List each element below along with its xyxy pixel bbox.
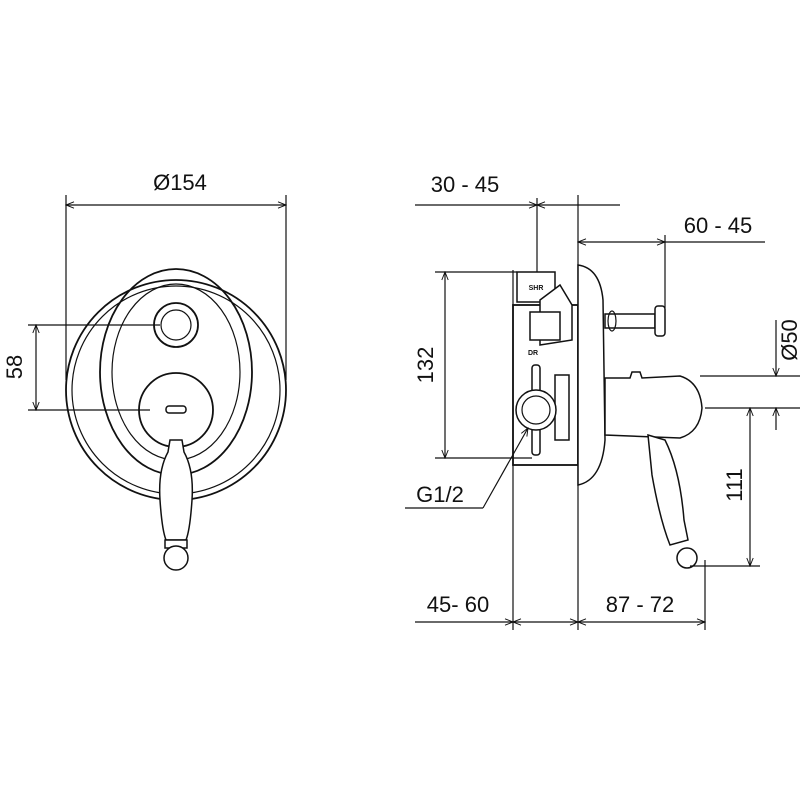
top-depth-label: 30 - 45 xyxy=(431,172,500,197)
diameter-label: Ø154 xyxy=(153,170,207,195)
projection-label: 87 - 72 xyxy=(606,592,675,617)
connection-leader xyxy=(482,428,528,509)
connection-label: G1/2 xyxy=(416,482,464,507)
dr-marking: DR xyxy=(528,350,538,357)
side-lever xyxy=(647,433,689,546)
side-lever-ball xyxy=(676,547,698,569)
lever-handle xyxy=(158,439,194,541)
handle-body xyxy=(604,371,703,439)
side-view: SHR DR 30 - 45 60 - 45 132 xyxy=(405,172,800,630)
handle-diameter-label: Ø50 xyxy=(777,319,800,361)
height-label: 132 xyxy=(413,347,438,384)
lever-label: 111 xyxy=(722,468,747,501)
front-view: Ø154 58 xyxy=(2,170,286,571)
lever-end-ball xyxy=(163,545,189,571)
diverter-knob-inner xyxy=(160,309,192,341)
shr-marking: SHR xyxy=(529,285,544,292)
knob-slot xyxy=(165,405,187,414)
diverter-stem xyxy=(604,313,656,329)
stem-label: 60 - 45 xyxy=(684,213,753,238)
bottom-depth-label: 45- 60 xyxy=(427,592,489,617)
spacing-label: 58 xyxy=(2,355,27,379)
escutcheon-side xyxy=(577,264,606,486)
